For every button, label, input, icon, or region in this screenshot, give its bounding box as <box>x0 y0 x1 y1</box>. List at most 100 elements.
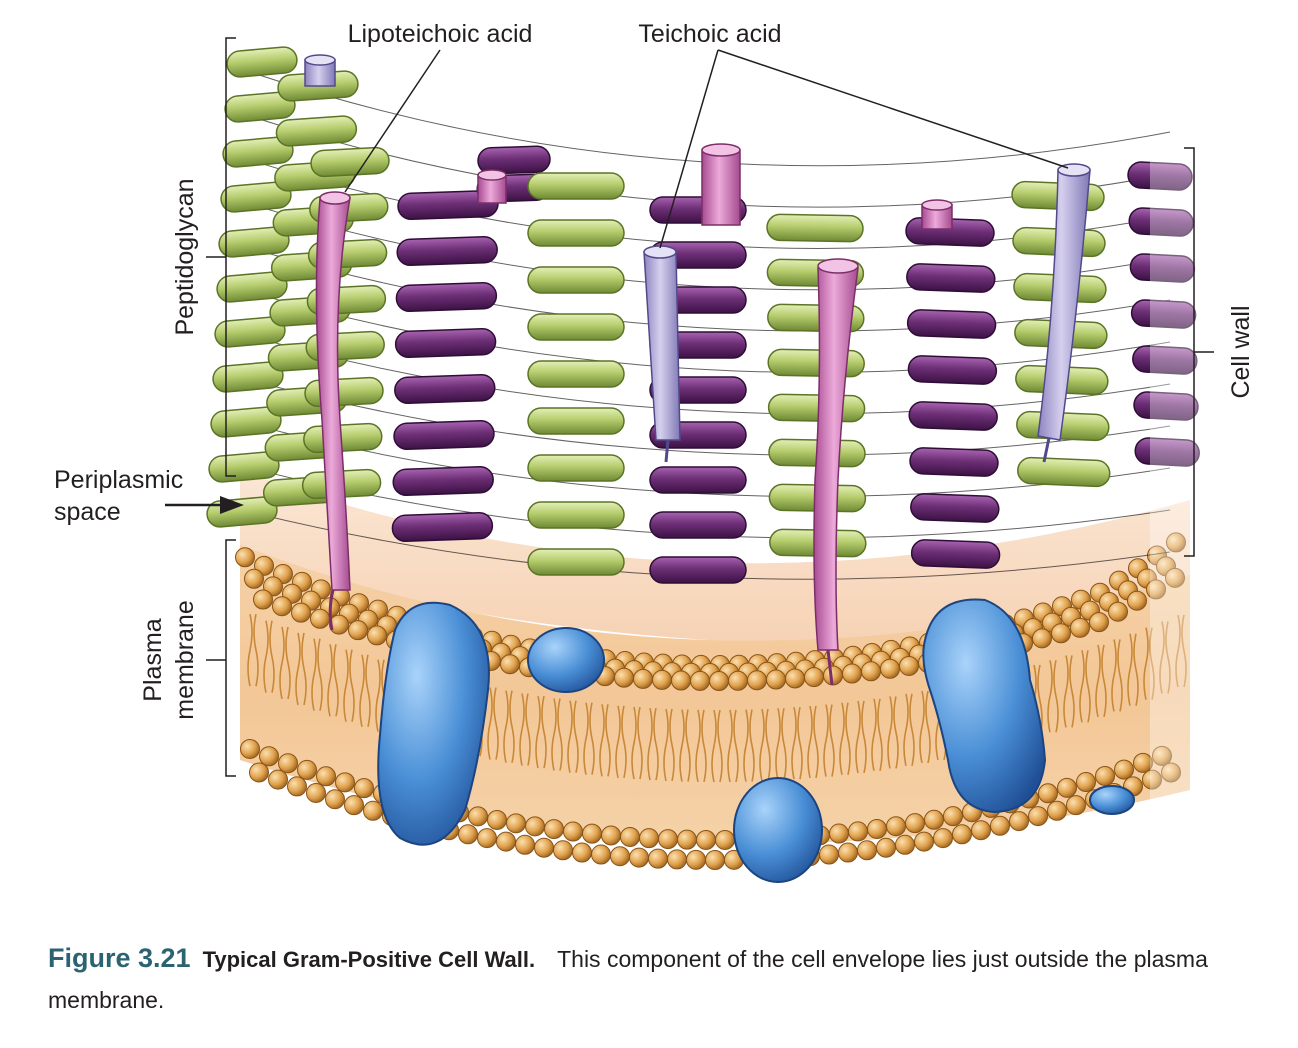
phospholipid-tail <box>599 704 605 777</box>
phospholipid-head <box>506 813 526 834</box>
phospholipid-tail <box>1053 660 1059 733</box>
phospholipid-head <box>253 589 273 610</box>
nag-sugar-unit <box>1134 437 1200 467</box>
phospholipid-head <box>861 661 881 682</box>
figure-caption-text: This component of the cell envelope lies… <box>48 946 1208 1013</box>
phospholipid-tail <box>663 708 669 782</box>
phospholipid-head <box>1146 579 1166 600</box>
nam-sugar-unit <box>310 146 390 178</box>
nam-sugar-unit <box>210 406 282 438</box>
phospholipid-head <box>268 769 288 790</box>
phospholipid-head <box>696 829 716 850</box>
nag-sugar-unit <box>1130 299 1197 329</box>
phospholipid-head <box>848 821 868 842</box>
nam-sugar-unit <box>214 316 286 348</box>
phospholipid-head <box>496 831 516 852</box>
plasma-membrane-label-line1: Plasma <box>139 618 167 701</box>
nag-sugar-unit <box>906 263 996 293</box>
phospholipid-tail <box>1181 614 1187 688</box>
phospholipid-head <box>525 816 545 837</box>
phospholipid-tail <box>541 695 547 769</box>
nam-sugar-unit <box>527 266 625 294</box>
phospholipid-head <box>306 782 326 803</box>
phospholipid-head <box>1047 800 1067 821</box>
phospholipid-tail <box>285 626 291 700</box>
phospholipid-head <box>943 806 963 827</box>
phospholipid-head <box>1009 811 1029 832</box>
phospholipid-tail <box>701 709 707 783</box>
phospholipid-head <box>886 816 906 837</box>
phospholipid-head <box>819 844 839 865</box>
nam-sugar-unit <box>527 172 625 200</box>
cell-wall-label: Cell wall <box>1227 305 1255 398</box>
phospholipid-head <box>515 834 535 855</box>
phospholipid-head <box>1089 612 1109 633</box>
phospholipid-tail <box>1085 650 1091 723</box>
phospholipid-tail <box>759 708 765 782</box>
nag-sugar-unit <box>649 466 747 494</box>
teichoic-leader-line <box>717 49 1069 169</box>
phospholipid-tail <box>573 700 579 773</box>
phospholipid-head <box>563 821 583 842</box>
phospholipid-tail <box>567 700 573 773</box>
phospholipid-head <box>671 670 691 691</box>
phospholipid-tail <box>781 708 787 781</box>
phospholipid-tail <box>733 709 739 783</box>
phospholipid-tail <box>749 709 755 782</box>
nag-sugar-unit <box>906 309 997 339</box>
phospholipid-tail <box>925 690 931 764</box>
phospholipid-head <box>709 670 729 691</box>
phospholipid-head <box>1108 601 1128 622</box>
phospholipid-head <box>1032 628 1052 649</box>
phospholipid-head <box>715 829 735 850</box>
phospholipid-tail <box>855 700 861 774</box>
phospholipid-tail <box>333 644 339 717</box>
nag-sugar-unit <box>909 447 999 477</box>
lipoteichoic-acid-tip <box>319 191 351 205</box>
phospholipid-tail <box>327 644 333 717</box>
nag-sugar-unit <box>910 493 1000 523</box>
phospholipid-tail <box>679 709 685 782</box>
phospholipid-tail <box>269 620 275 693</box>
phospholipid-tail <box>807 705 813 779</box>
phospholipid-head <box>1095 765 1115 786</box>
nag-sugar-unit <box>395 281 498 313</box>
phospholipid-tail <box>605 704 611 777</box>
lipoteichoic-acid-rod <box>701 149 741 226</box>
phospholipid-head <box>842 663 862 684</box>
phospholipid-head <box>240 738 260 759</box>
teichoic-acid-rod <box>643 251 681 441</box>
phospholipid-head <box>686 849 706 870</box>
phospholipid-head <box>728 670 748 691</box>
phospholipid-tail <box>493 687 499 760</box>
phospholipid-head <box>310 608 330 629</box>
phospholipid-head <box>572 842 592 863</box>
phospholipid-tail <box>295 632 301 706</box>
phospholipid-tail <box>1149 627 1155 700</box>
phospholipid-head <box>1114 759 1134 780</box>
phospholipid-head <box>614 667 634 688</box>
lipoteichoic-acid-tip <box>921 199 953 211</box>
teichoic-anchor <box>1042 437 1051 463</box>
phospholipid-tail <box>503 690 509 763</box>
phospholipid-tail <box>887 696 893 769</box>
nag-sugar-unit <box>649 556 747 584</box>
lipoteichoic-leader-line <box>344 49 441 193</box>
teichoic-acid-rod <box>1037 169 1091 441</box>
phospholipid-head <box>667 849 687 870</box>
phospholipid-head <box>344 795 364 816</box>
phospholipid-tail <box>1101 644 1107 718</box>
phospholipid-tail <box>279 626 285 700</box>
phospholipid-tail <box>359 654 365 727</box>
phospholipid-head <box>838 842 858 863</box>
phospholipid-head <box>924 809 944 830</box>
lipoteichoic-acid-rod <box>813 267 859 651</box>
nam-sugar-unit <box>216 271 288 303</box>
phospholipid-head <box>1076 772 1096 793</box>
phospholipid-tail <box>695 709 701 783</box>
phospholipid-tail <box>1133 633 1139 706</box>
phospholipid-head <box>1165 567 1185 588</box>
phospholipid-tail <box>829 704 835 777</box>
teichoic-acid-rods <box>304 54 1091 463</box>
phospholipid-tail <box>1069 655 1075 728</box>
